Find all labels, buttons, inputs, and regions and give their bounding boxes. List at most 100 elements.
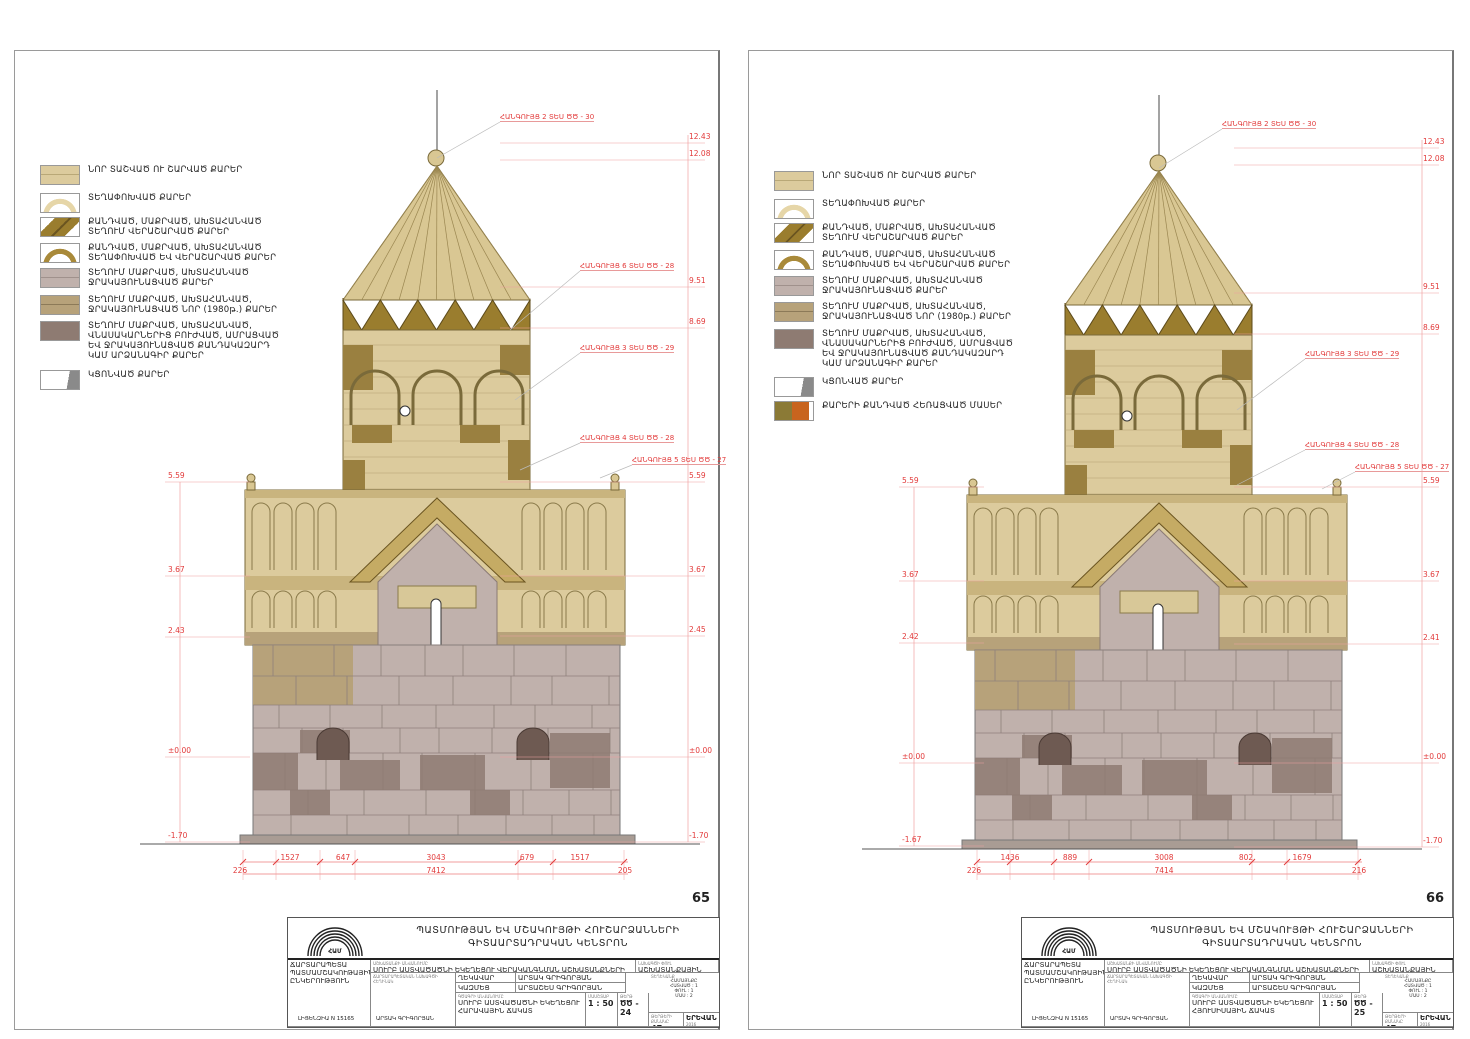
blind-arch	[1309, 595, 1329, 633]
khachkar-arch	[1038, 732, 1072, 765]
drum-arch	[1195, 374, 1247, 430]
info-line: ՀԱՏՎԱԾ : 1	[670, 984, 698, 989]
legend-item: ՏԵՂՈՒՄ ՄԱՔՐՎԱԾ, ԱԽՏԱՀԱՆՎԱԾ, ՎՆԱՍԱԿԱՐՆԵՐԻ…	[774, 329, 1022, 369]
level-mark-right: 3.67	[689, 565, 706, 574]
page-number: 65	[692, 891, 711, 906]
gable-frame	[1070, 502, 1249, 588]
relaid-stones	[343, 345, 373, 390]
sheets-count: 47	[651, 1024, 681, 1026]
logo-arc	[1047, 933, 1091, 956]
sheets-cell: ԹԵՐԹԵՐԻ ՔԱՆԱԿԸ47	[1383, 1013, 1418, 1027]
church-elevation-drawing	[862, 95, 1439, 880]
scale-value: 1 : 50	[1322, 999, 1348, 1008]
finial-base	[968, 486, 978, 496]
role-label: ԿԱԶՄԵՑ	[1192, 984, 1224, 992]
legend-swatch-cleaned_stone	[40, 268, 80, 288]
page-number: 66	[1426, 891, 1445, 906]
legend-label: ՏԵՂՈՒՄ ՄԱՔՐՎԱԾ, ԱԽՏԱՀԱՆՎԱԾ, ՋՐԱԿԱՅՈՒՆԱՑՎ…	[822, 302, 1012, 322]
level-mark-right: -1.70	[1423, 836, 1443, 845]
dimension-tick	[239, 858, 247, 866]
dimension-segment: 889	[1062, 853, 1078, 862]
role-1: ՂԵԿԱՎԱՐ	[456, 973, 516, 983]
author-caption: ՃԱՐՏԱՐԱՊԵՏԱԿԱՆ ՆԱԽԱԳԾԻ ՀԵՂԻՆԱԿ	[373, 974, 438, 984]
drawing-title: ՍՈՒՐԲ ԱՍՏՎԱԾԱԾՆԻ ԵԿԵՂԵՑՈՒ ՀՅՈՒՍԻՍԱՅԻՆ ՃԱ…	[1192, 999, 1314, 1015]
name-1: ԱՐՏԱԿ ԳՐԻԳՈՐՅԱՆ	[516, 973, 626, 983]
project-name: ՍՈՒՐԲ ԱՍՏՎԱԾԱԾՆԻ ԵԿԵՂԵՑՈՒ ՎԵՐԱԿԱՆԳՆՄԱՆ Ա…	[1107, 966, 1359, 973]
blind-arch	[995, 595, 1015, 633]
carved-stone	[550, 733, 610, 788]
dimension-segment: 1527	[280, 853, 300, 862]
name-1: ԱՐՏԱԿ ԳՐԻԳՈՐՅԱՆ	[1250, 973, 1360, 983]
carved-stone	[1142, 760, 1207, 795]
level-mark-left: 2.43	[168, 626, 185, 635]
finial	[968, 478, 978, 488]
callout-leader	[1321, 471, 1356, 490]
callout-leader	[519, 442, 581, 471]
blind-arch	[1287, 507, 1307, 575]
dimension-segment: 1517	[570, 853, 590, 862]
callout-leader	[599, 464, 633, 479]
level-mark-right: 8.69	[689, 317, 706, 326]
legend-label: ԿՑՈՆՎԱԾ ՔԱՐԵՐ	[88, 370, 170, 380]
dimension-tick	[549, 858, 557, 866]
dimension-segment: 1436	[1000, 853, 1020, 862]
info-line: ՀԱՏՎԱԾ : 1	[1404, 984, 1432, 989]
roof-ball	[427, 149, 445, 167]
blind-arch	[1265, 595, 1285, 633]
legend-item: ՔԱՆԴՎԱԾ, ՄԱՔՐՎԱԾ, ԱԽՏԱՀԱՆՎԱԾ ՏԵՂԱՓՈԽՎԱԾ …	[40, 243, 288, 263]
blind-arch	[995, 507, 1015, 575]
legend-swatch-grouted	[40, 370, 80, 390]
blind-arch	[317, 502, 337, 570]
sheet-code: ԾԾ - 25	[1354, 999, 1373, 1017]
level-mark-right: 9.51	[689, 276, 706, 285]
blind-arch	[295, 590, 315, 628]
roof-rib	[1083, 170, 1160, 306]
legend-label: ԿՑՈՆՎԱԾ ՔԱՐԵՐ	[822, 377, 904, 387]
legend-label: ՏԵՂՈՒՄ ՄԱՔՐՎԱԾ, ԱԽՏԱՀԱՆՎԱԾ, ՎՆԱՍԱԿԱՐՆԵՐԻ…	[88, 321, 280, 361]
level-mark-right: ±0.00	[1423, 752, 1446, 761]
callout-leader	[1158, 128, 1223, 169]
legend-label: ՏԵՂՈՒՄ ՄԱՔՐՎԱԾ, ԱԽՏԱՀԱՆՎԱԾ, ՋՐԱԿԱՅՈՒՆԱՑՎ…	[88, 295, 278, 315]
legend-swatch-relaid_arch	[40, 243, 80, 263]
legend-label: ՔԱՆԴՎԱԾ, ՄԱՔՐՎԱԾ, ԱԽՏԱՀԱՆՎԱԾ ՏԵՂԱՓՈԽՎԱԾ …	[88, 243, 277, 263]
sheet-code: ԾԾ - 24	[620, 999, 639, 1017]
drum	[1064, 334, 1253, 506]
relaid-stones	[1065, 350, 1095, 395]
roof-rib	[417, 165, 438, 301]
info-line: ՄԱՍ : 2	[1409, 994, 1427, 999]
carved-stone	[1192, 795, 1232, 820]
dimension-total: 7414	[1154, 866, 1174, 875]
legend-item: ՆՈՐ ՏԱՇՎԱԾ ՈՒ ՇԱՐՎԱԾ ՔԱՐԵՐ	[40, 165, 288, 185]
cornice	[967, 495, 1347, 503]
drum-arch	[1071, 374, 1123, 430]
roof-rib	[1158, 170, 1253, 306]
level-mark-right: 5.59	[1423, 476, 1440, 485]
legend-swatch-stone_1980	[774, 302, 814, 322]
carved-stone	[470, 790, 510, 815]
dimension-segment: 1679	[1292, 853, 1312, 862]
legend-item: ՔԱՐԵՐԻ ՔԱՆԴՎԱԾ ՀԵՌԱՑՎԱԾ ՄԱՍԵՐ	[774, 401, 1022, 421]
cornice	[245, 490, 625, 498]
role-2: ԿԱԶՄԵՑ	[1190, 983, 1250, 993]
level-mark-right: 8.69	[1423, 323, 1440, 332]
stage-value: ԱՇԽԱՏԱՆՔԱՅԻՆ	[1372, 966, 1436, 973]
dimension-tick	[1283, 858, 1291, 866]
dimension-total: 226	[232, 866, 248, 875]
organization-line-2: ԳԻՏԱԱՐՏԱԴՐԱԿԱՆ ԿԵՆՏՐՈՆ	[1202, 938, 1362, 949]
person-name: ԱՐՏԱՇԵՍ ԳՐԻԳՈՐՅԱՆ	[518, 984, 603, 992]
khachkar-arch	[1238, 732, 1272, 765]
level-mark-right: 12.43	[689, 132, 711, 141]
blind-arch	[543, 590, 563, 628]
company-cell: ՃԱՐՏԱՐԱՊԵՏԱ ՊԱՏՄԱՄՇԱԿՈՒԹԱՅԻՆ ԸՆԿԵՐՈՒԹՅՈՒ…	[1022, 960, 1105, 1027]
company-name: ՃԱՐՏԱՐԱՊԵՏԱ ՊԱՏՄԱՄՇԱԿՈՒԹԱՅԻՆ ԸՆԿԵՐՈՒԹՅՈՒ…	[1024, 961, 1105, 985]
name-2: ԱՐՏԱՇԵՍ ԳՐԻԳՈՐՅԱՆ	[516, 983, 626, 993]
scale-value: 1 : 50	[588, 999, 614, 1008]
detail-callout: ՀԱՆԳՈՒՅՑ 2 ՏԵՍ ԾԾ - 30	[500, 113, 595, 122]
blind-arch	[295, 502, 315, 570]
dimension-total: 205	[617, 866, 633, 875]
blind-arch	[973, 595, 993, 633]
